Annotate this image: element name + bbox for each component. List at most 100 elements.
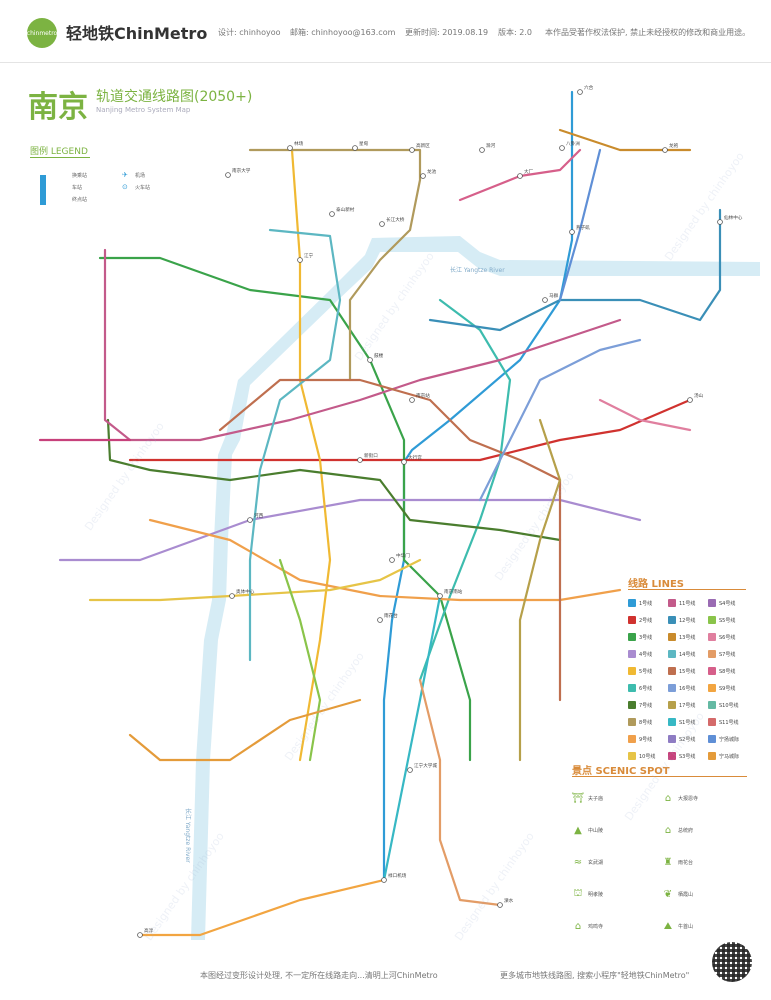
line-6 [418,298,512,682]
legend-heading: 图例 LEGEND [30,147,88,157]
station-marker[interactable] [662,147,668,153]
station-marker[interactable] [377,617,383,623]
line-key-label: 5号线 [639,668,653,675]
line-key-label: S7号线 [719,651,736,658]
line-color-swatch [628,633,636,641]
station-marker[interactable] [329,211,335,217]
station-marker[interactable] [357,457,363,463]
monument-icon: ♜ [663,856,673,868]
station-marker[interactable] [420,173,426,179]
station-marker[interactable] [407,767,413,773]
station-label: 马群 [549,292,559,299]
station-label: 禄口机场 [388,872,407,879]
line-color-swatch [628,752,636,760]
scenic-panel-divider [572,776,747,777]
line-key-item: 3号线 [628,633,652,641]
station-label: 高淳 [144,927,154,934]
lake-icon: ≈ [573,856,583,868]
station-marker[interactable] [517,173,523,179]
line-17 [518,418,562,762]
scenic-label: 夫子庙 [588,795,604,802]
line-color-swatch [668,599,676,607]
line-key-label: 11号线 [679,600,696,607]
qr-code-icon[interactable] [712,942,752,982]
station-marker[interactable] [367,357,373,363]
station-marker[interactable] [389,557,395,563]
station-marker[interactable] [287,145,293,151]
station-marker[interactable] [247,517,253,523]
line-key-label: S1号线 [679,719,696,726]
line-s6 [598,398,692,432]
brand-title: 轻地铁ChinMetro [66,24,208,43]
station-marker[interactable] [229,593,235,599]
station-marker[interactable] [559,145,565,151]
station-marker[interactable] [479,147,485,153]
line-7 [106,418,562,542]
line-key-item: 2号线 [628,616,652,624]
scenic-label: 中山陵 [588,827,604,834]
temple-icon: ⌂ [664,792,672,804]
line-key-item: S6号线 [708,633,735,641]
scenic-panel: 景点 SCENIC SPOT ⛩夫子庙⌂大报恩寺▲中山陵⌂总统府≈玄武湖♜雨花台… [572,762,747,932]
station-marker[interactable] [409,397,415,403]
station-label: 泰山新村 [336,206,355,213]
scenic-item: ≈ 玄武湖 [572,856,603,868]
station-layer: 林场星甸高新区滁河八卦洲龙袍南京大学龙池大厂泰山新村长江大桥燕子矶仙林中心江宁马… [137,84,743,938]
legend-divider [30,157,90,158]
station-marker[interactable] [381,877,387,883]
station-marker[interactable] [569,229,575,235]
tomb-icon: ⛫ [573,887,583,899]
station-label: 六合 [584,84,594,91]
station-marker[interactable] [687,397,693,403]
station-label: 河西 [254,512,264,519]
scenic-item: ⛰牛首山 [662,920,693,932]
station-marker[interactable] [401,459,407,465]
line-key-item: 10号线 [628,752,655,760]
line-s7 [418,678,502,907]
station-marker[interactable] [137,932,143,938]
scenic-item: ⛫明孝陵 [572,888,603,900]
station-label: 新街口 [364,452,378,459]
line-12 [428,208,722,332]
line-key-item: 11号线 [668,599,695,607]
line-key-item: 12号线 [668,616,695,624]
scenic-label: 玄武湖 [588,859,604,866]
line-color-swatch [668,735,676,743]
station-marker[interactable] [437,593,443,599]
station-marker[interactable] [497,902,503,908]
line-key-item: S8号线 [708,667,735,675]
scenic-item: ♜雨花台 [662,856,694,868]
brand-logo-icon: chinmetro [27,18,57,48]
copyright-notice: 本作品受著作权法保护, 禁止未经授权的修改和商业用途。 [545,28,751,37]
line-s1 [382,594,442,882]
station-marker[interactable] [409,147,415,153]
station-marker[interactable] [297,257,303,263]
line-color-swatch [668,667,676,675]
lines-panel-title: 线路 LINES [628,579,684,590]
line-key-item: S2号线 [668,735,695,743]
station-marker[interactable] [352,145,358,151]
line-key-item: S4号线 [708,599,735,607]
designer-credit: 设计: chinhoyoo [218,28,281,37]
line-key-label: 10号线 [639,753,656,760]
scenic-item: ❦栖霞山 [662,888,693,900]
line-key-label: 14号线 [679,651,696,658]
station-marker[interactable] [379,221,385,227]
station-label: 中华门 [396,552,410,559]
station-label: 南京大学 [232,167,251,174]
scenic-item: ⛩夫子庙 [572,792,603,804]
line-key-item: S10号线 [708,701,739,709]
line-key-item: 15号线 [668,667,695,675]
line-key-label: S3号线 [679,753,696,760]
station-marker[interactable] [717,219,723,225]
line-s5 [278,558,322,762]
station-marker[interactable] [577,89,583,95]
river-label-south: 长江 Yangtze River [184,808,192,863]
line-key-item: 13号线 [668,633,695,641]
scenic-item: ⌂大报恩寺 [662,792,698,804]
station-marker[interactable] [225,172,231,178]
station-marker[interactable] [542,297,548,303]
header-bar: chinmetro 轻地铁ChinMetro 设计: chinhoyoo 邮箱:… [0,0,771,63]
station-label: 林场 [294,140,304,147]
line-key-label: 2号线 [639,617,653,624]
